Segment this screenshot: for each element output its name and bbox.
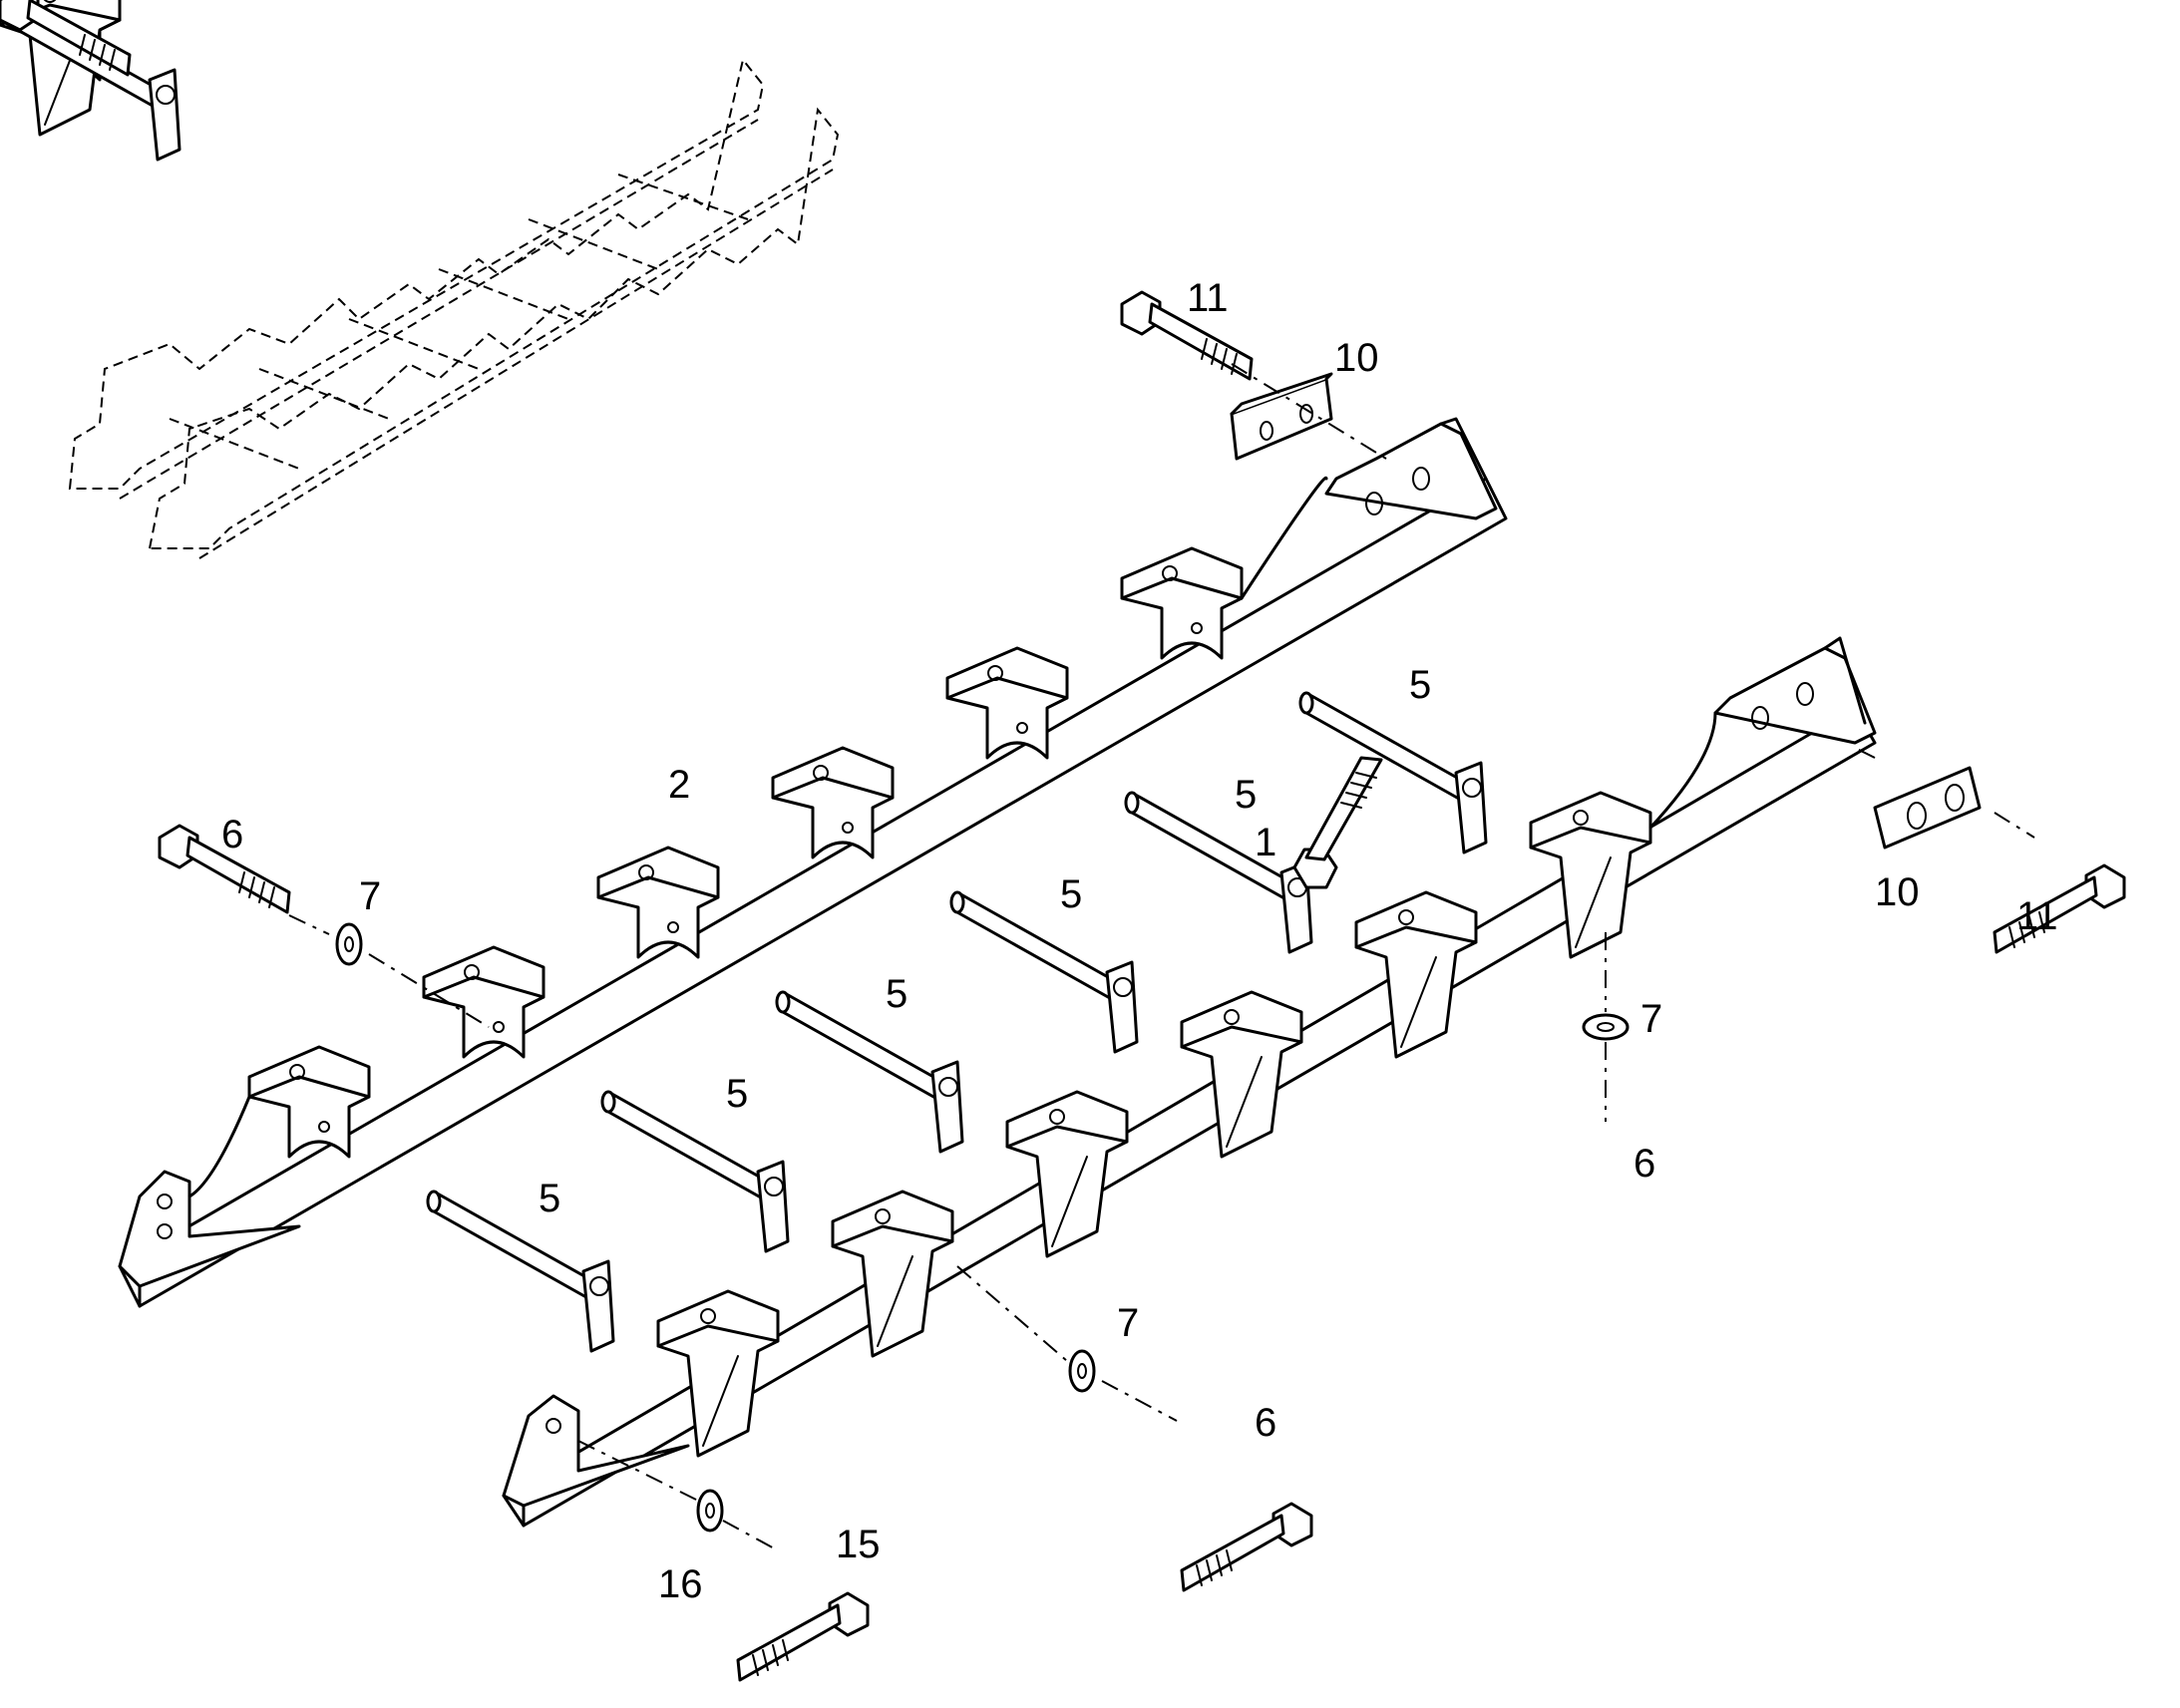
bolt-part-6-lower [1180, 1502, 1313, 1592]
callout-2: 2 [668, 763, 690, 807]
callout-15: 15 [836, 1523, 881, 1566]
callout-5-a: 5 [1409, 663, 1431, 707]
callout-6-upper: 6 [221, 813, 243, 856]
callout-7-right: 7 [1640, 997, 1662, 1041]
washer-part-16 [696, 1489, 724, 1533]
bolt-part-15 [736, 1591, 870, 1682]
callout-10-right: 10 [1875, 870, 1920, 914]
rail-part-1 [0, 0, 1877, 1528]
callout-5-d: 5 [886, 972, 908, 1016]
plate-part-10-upper [1230, 372, 1333, 461]
callout-5-e: 5 [726, 1072, 748, 1116]
callout-7-lower: 7 [1117, 1301, 1139, 1345]
callout-11-upper: 11 [1187, 276, 1229, 320]
callout-6-right: 6 [1634, 1142, 1655, 1186]
washer-part-7-right [1582, 1013, 1630, 1041]
washer-part-7-upper [335, 922, 363, 966]
assembly-center-lines [288, 363, 2035, 1551]
callout-7-upper: 7 [359, 874, 381, 918]
overview-assembly-thumbnail [68, 57, 840, 559]
callout-16: 16 [658, 1562, 703, 1606]
bolt-part-6-right [1292, 756, 1383, 889]
callout-1: 1 [1255, 821, 1276, 864]
callout-5-b: 5 [1235, 773, 1257, 817]
callout-5-c: 5 [1060, 872, 1082, 916]
callout-5-f: 5 [539, 1177, 560, 1220]
plate-part-10-right [1873, 766, 1982, 850]
callout-10-upper: 10 [1334, 336, 1379, 380]
callout-6-lower: 6 [1255, 1401, 1276, 1445]
washer-part-7-lower [1068, 1349, 1096, 1393]
rail-part-2 [0, 0, 1508, 1308]
bolt-part-11-right [1993, 863, 2126, 954]
callout-11-right: 11 [2016, 894, 2058, 938]
